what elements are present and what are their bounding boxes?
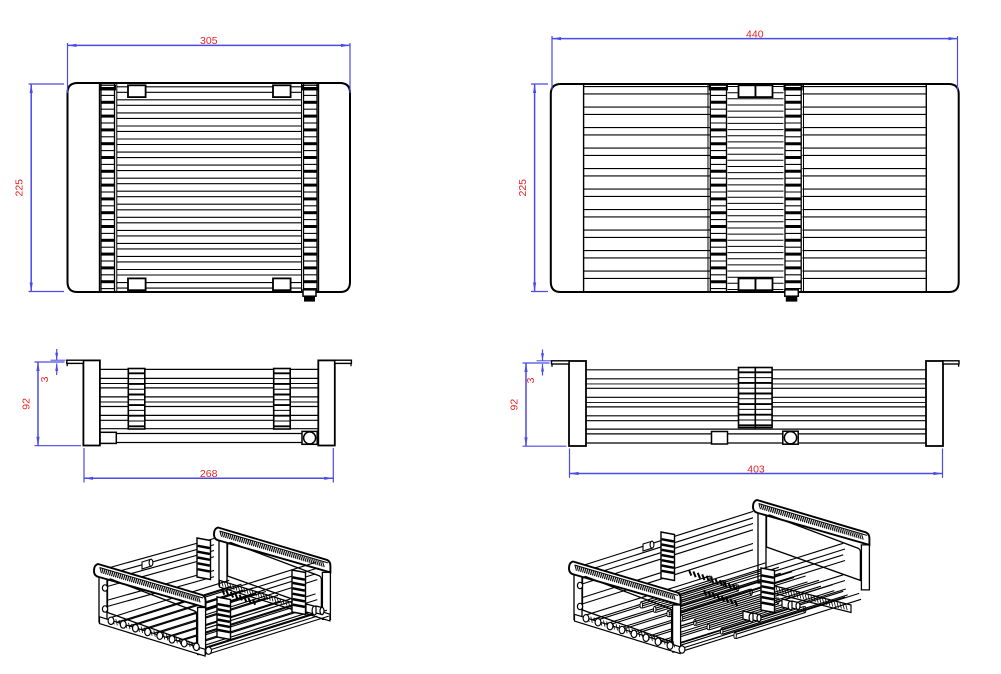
svg-text:268: 268 [200,468,218,480]
svg-text:92: 92 [20,398,32,410]
svg-text:225: 225 [14,179,26,197]
svg-text:440: 440 [746,28,764,40]
svg-text:403: 403 [747,463,765,475]
svg-text:305: 305 [200,35,218,47]
svg-text:92: 92 [508,399,520,411]
svg-text:3: 3 [525,377,537,383]
svg-text:3: 3 [39,376,51,382]
svg-text:225: 225 [517,179,529,197]
